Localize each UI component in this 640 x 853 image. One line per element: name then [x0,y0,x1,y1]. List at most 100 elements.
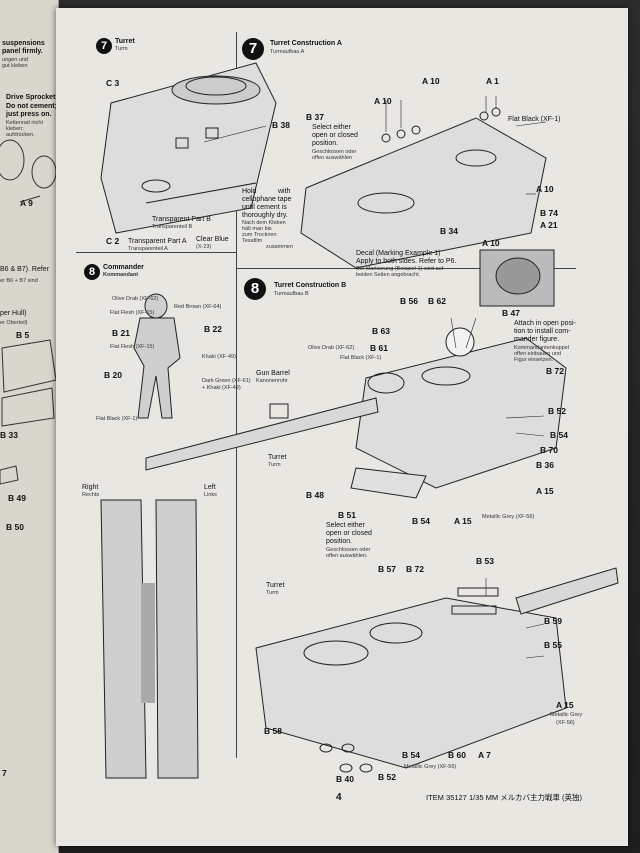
part-label: B 57 [378,564,396,574]
left-label: B 5 [16,330,30,340]
left-text: Do not cement; [6,103,57,110]
note-text: thoroughly dry. [242,212,288,219]
left-text: gut kleben [2,63,28,69]
part-label: B 48 [306,490,324,500]
part-label: B 54 [550,430,568,440]
paint-note: Dark Green (XF-61) [202,378,251,384]
note-text: mander figure. [514,336,560,343]
left-text: panel firmly. [2,48,43,55]
step-subtitle: Turmaufbau B [274,291,309,297]
part-label: B 61 [370,343,388,353]
part-label: B 52 [378,772,396,782]
part-label: B 60 [448,750,466,760]
left-label: 7 [2,768,7,778]
note-text-de: Geschlossen oder [326,547,371,553]
paint-note: Flat Black (XF-1) [508,116,561,123]
paint-note: Flat Black (XF-1) [96,416,138,422]
note-text: with [278,188,291,195]
part-label: A 15 [536,486,554,496]
note-text-de: Figur einsetzen. [514,357,554,363]
left-text: er Oberteil) [0,320,28,326]
line-drawings [100,62,619,779]
left-page-drawings [0,139,57,485]
left-text: aufdrücken. [6,132,35,138]
part-label: B 62 [428,296,446,306]
page-number: 4 [336,792,342,803]
part-label: C 2 [106,236,120,246]
step-title: Commander [103,264,144,271]
step-subtitle: Turmaufbau A [270,49,305,55]
vertical-divider [236,32,237,758]
note-text: Select either [326,522,365,529]
part-label: C 3 [106,78,120,88]
note-text-de: Kommandantenkuppel [514,345,570,351]
left-text: Kettenrad nicht [6,120,43,126]
part-label: B 34 [440,226,458,236]
part-label: B 72 [546,366,564,376]
part-label: B 47 [502,308,520,318]
part-label: A 15 [556,700,574,710]
turret-label: Turret [266,582,285,589]
note-text: Attach in open posi- [514,320,576,327]
left-text: just press on. [6,111,52,118]
step-title: Turret Construction B [274,282,347,289]
part-note: Transparent Part B [152,216,211,223]
part-label: A 10 [482,238,500,248]
note-text-de: offen einbauen und [514,351,561,357]
part-label: B 51 [338,510,356,520]
part-label: A 1 [486,76,499,86]
left-text: per Hull) [0,310,27,317]
left-label: B 50 [6,522,24,532]
turret-label-de: Turm [268,462,281,468]
part-label: A 10 [374,96,392,106]
left-text: er B6 + B7 sind [0,278,38,284]
part-label: B 22 [204,324,222,334]
turret-label-de: Turm [266,590,279,596]
paint-note: Flat Flesh (XF-15) [110,310,155,316]
paint-note: Flat Flesh (XF-15) [110,344,155,350]
step-subtitle: Kommandant [103,272,139,278]
part-label: A 10 [536,184,554,194]
part-label: B 21 [112,328,130,338]
step-number-badge: 7 [242,38,264,60]
paint-note: Flat Black (XF-1) [340,355,382,361]
part-label: B 52 [548,406,566,416]
note-text: cellophane tape [242,196,292,203]
item-footer: ITEM 35127 1/35 MM メルカバ主力戦車 (英独) [426,793,583,802]
paint-note: + Khaki (XF-49) [202,385,241,391]
hull-right-label-de: Rechts [82,492,100,498]
note-text-de: Nach dem Kleben [242,220,286,226]
note-text-de: offen auswählen. [326,553,368,559]
part-note: Transparent Part A [128,238,187,245]
part-label: A 21 [540,220,558,230]
note-text: open or closed [326,530,372,537]
note-text: Hold [242,188,257,195]
step-number-badge: 8 [244,278,266,300]
part-label: A 7 [478,750,491,760]
left-text: suspensions [2,40,45,47]
part-label: B 54 [402,750,420,760]
part-note-de: Transparenteil A [128,246,168,252]
part-label: A 15 [454,516,472,526]
hull-right-label: Right [82,484,99,491]
paint-note: (XF-56) [556,720,575,726]
paint-note: Metallic Grey (XF-56) [404,764,457,770]
part-note-de: Transparenteil B [152,224,193,230]
left-label: A 9 [20,198,33,208]
hull-left-label: Left [204,484,216,491]
part-label: B 70 [540,445,558,455]
left-label: B 33 [0,430,18,440]
horizontal-divider [236,268,576,269]
step-title: Turret [115,38,135,45]
part-label: B 59 [544,616,562,626]
part-label: B 55 [544,640,562,650]
note-text: open or closed [312,132,358,139]
part-label: B 20 [104,370,122,380]
note-text-de: hält man bis [242,226,272,232]
note-text-de: zum Trocknen [242,232,277,238]
paint-note: Olive Drab (XF-62) [112,296,159,302]
note-text-de: Geschlossen oder [312,149,357,155]
paint-note: Metallic Grey [550,712,583,718]
step-subtitle: Turm [115,46,128,52]
paint-note: Red Brown (XF-64) [174,304,222,310]
